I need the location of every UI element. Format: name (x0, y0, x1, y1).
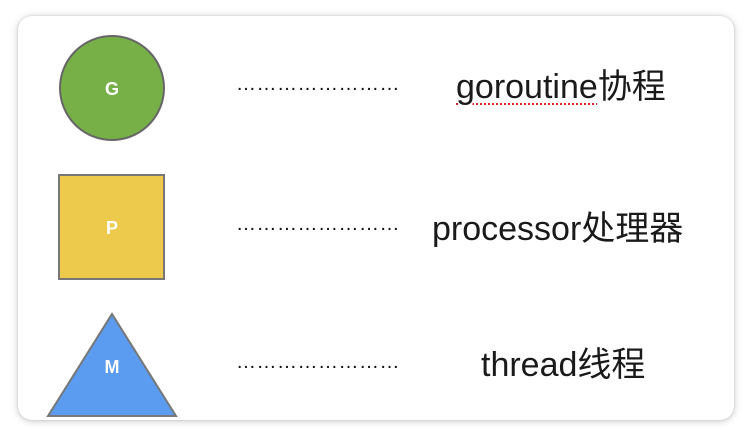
processor-square-shape (58, 174, 165, 280)
goroutine-circle-shape (59, 35, 165, 141)
thread-term: thread线程 (481, 348, 645, 382)
processor-term-en: processor (432, 210, 582, 248)
goroutine-term: goroutine协程 (456, 70, 666, 104)
thread-triangle-shape (46, 312, 178, 417)
goroutine-shape-letter: G (105, 79, 119, 99)
processor-leader-dots: …………………… (236, 213, 400, 235)
thread-term-zh: 线程 (577, 346, 646, 384)
thread-leader-dots: …………………… (236, 351, 400, 373)
goroutine-term-zh: 协程 (597, 68, 666, 106)
goroutine-leader-dots: …………………… (236, 73, 400, 95)
thread-term-en: thread (481, 346, 578, 384)
thread-shape-letter: M (105, 357, 120, 377)
processor-term-zh: 处理器 (581, 210, 684, 248)
processor-shape-letter: P (106, 218, 118, 238)
processor-term: processor处理器 (432, 212, 683, 246)
goroutine-term-en: goroutine (456, 68, 598, 106)
